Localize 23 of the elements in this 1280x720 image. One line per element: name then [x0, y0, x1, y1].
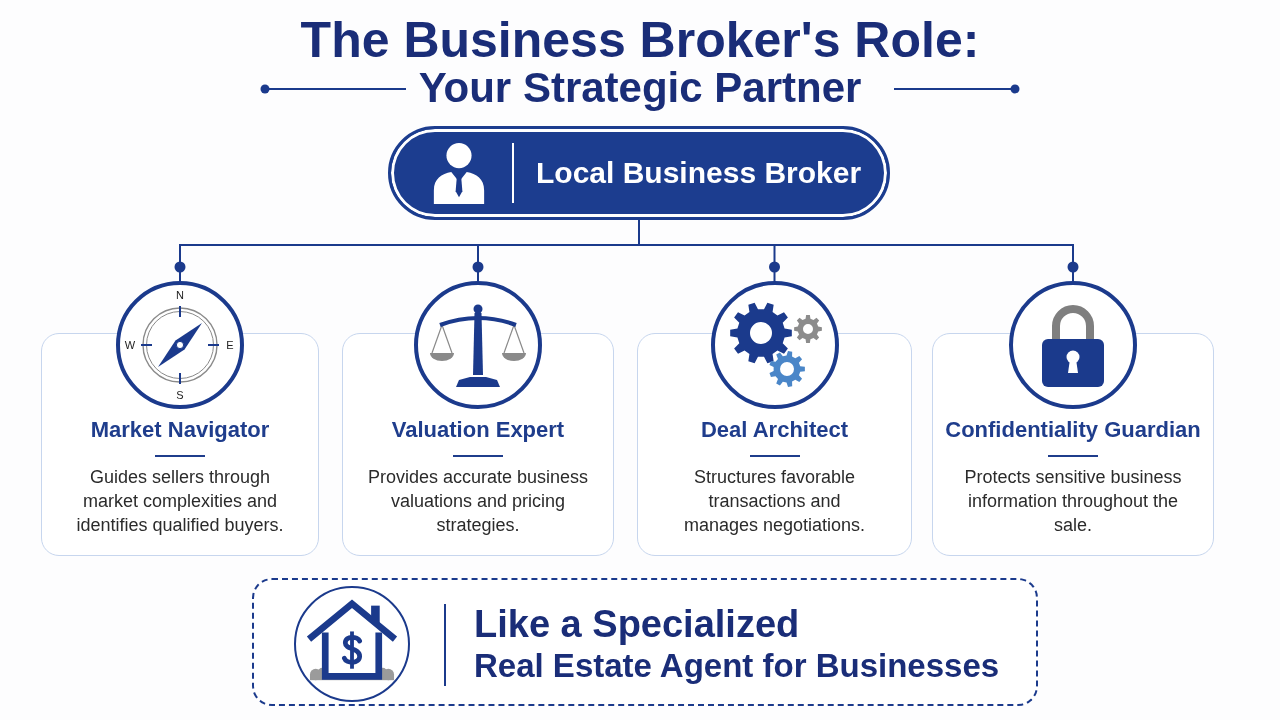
- card-description: Protects sensitive business information throughout the sale.: [963, 466, 1183, 537]
- compass-letter: S: [176, 389, 184, 401]
- compass-letter: E: [226, 339, 234, 351]
- card-description: Structures favorable transactions and manages negotiations.: [682, 466, 867, 537]
- card-title: Market Navigator: [90, 416, 270, 444]
- card-title: Confidentiality Guardian: [945, 416, 1201, 444]
- card-description: Provides accurate business valuations and pricing strategies.: [366, 466, 590, 537]
- banner-headline: Like a Specialized: [474, 602, 800, 646]
- analogy-banner: [252, 578, 1038, 706]
- connector-line: [638, 244, 776, 246]
- card-description: Guides sellers through market complexities and identifies qualified buyers.: [75, 466, 285, 537]
- connector-line: [477, 244, 640, 246]
- connector-line: [174, 244, 479, 282]
- connector-line: [773, 244, 1079, 282]
- compass-letter: W: [124, 339, 136, 351]
- connector-line: [472, 244, 484, 282]
- pill-label: Local Business Broker: [536, 155, 862, 191]
- card-title: Valuation Expert: [391, 416, 565, 444]
- banner-subline: Real Estate Agent for Businesses: [474, 647, 1000, 685]
- connector-line: [638, 219, 640, 246]
- card-title: Deal Architect: [700, 416, 849, 444]
- connector-line: [769, 244, 780, 282]
- compass-letter: N: [176, 289, 184, 301]
